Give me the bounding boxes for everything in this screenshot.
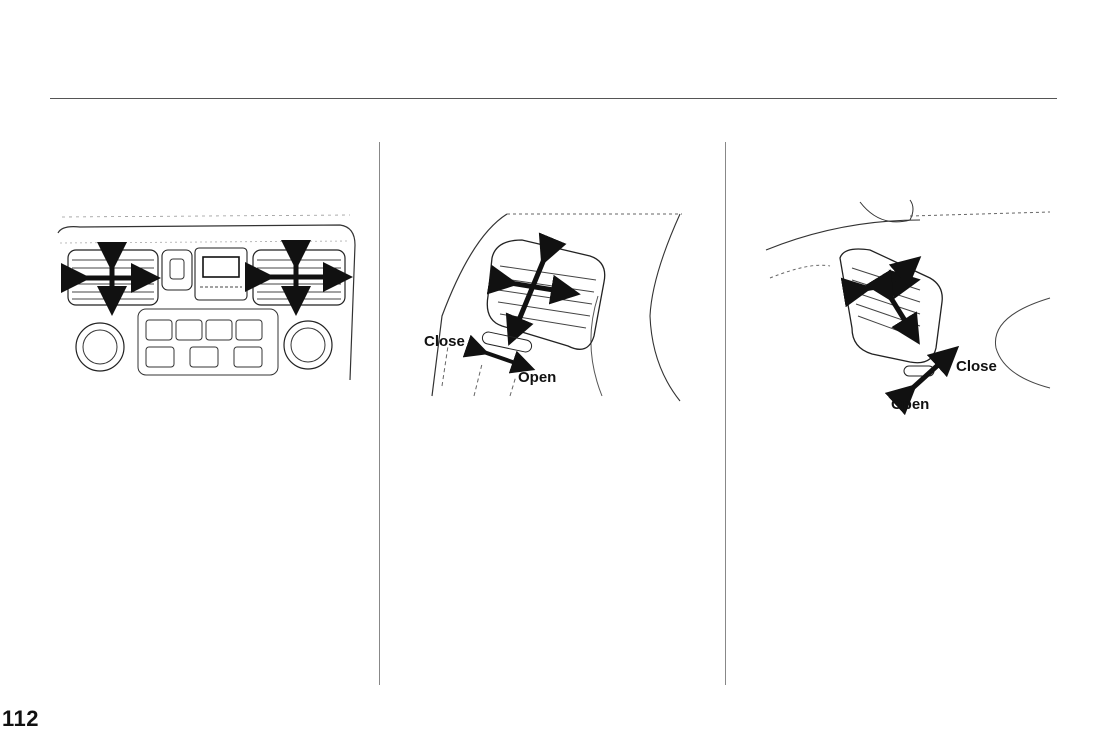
column-divider-left — [379, 142, 380, 685]
close-label: Close — [956, 358, 997, 375]
double-arrow-icon — [906, 356, 948, 394]
passenger-side-vent-illustration: Close Open — [760, 198, 1060, 416]
double-arrow-icon — [858, 266, 912, 332]
double-arrow-icon — [260, 255, 338, 301]
open-label: Open — [518, 369, 556, 386]
center-vents-illustration — [50, 205, 370, 385]
open-label: Open — [891, 396, 929, 413]
page-number: 112 — [2, 706, 39, 732]
double-arrow-icon — [76, 257, 146, 301]
column-divider-right — [725, 142, 726, 685]
header-rule — [50, 98, 1057, 99]
close-label: Close — [424, 333, 465, 350]
driver-side-vent-illustration: Close Open — [412, 196, 702, 406]
double-arrow-icon — [478, 350, 524, 366]
